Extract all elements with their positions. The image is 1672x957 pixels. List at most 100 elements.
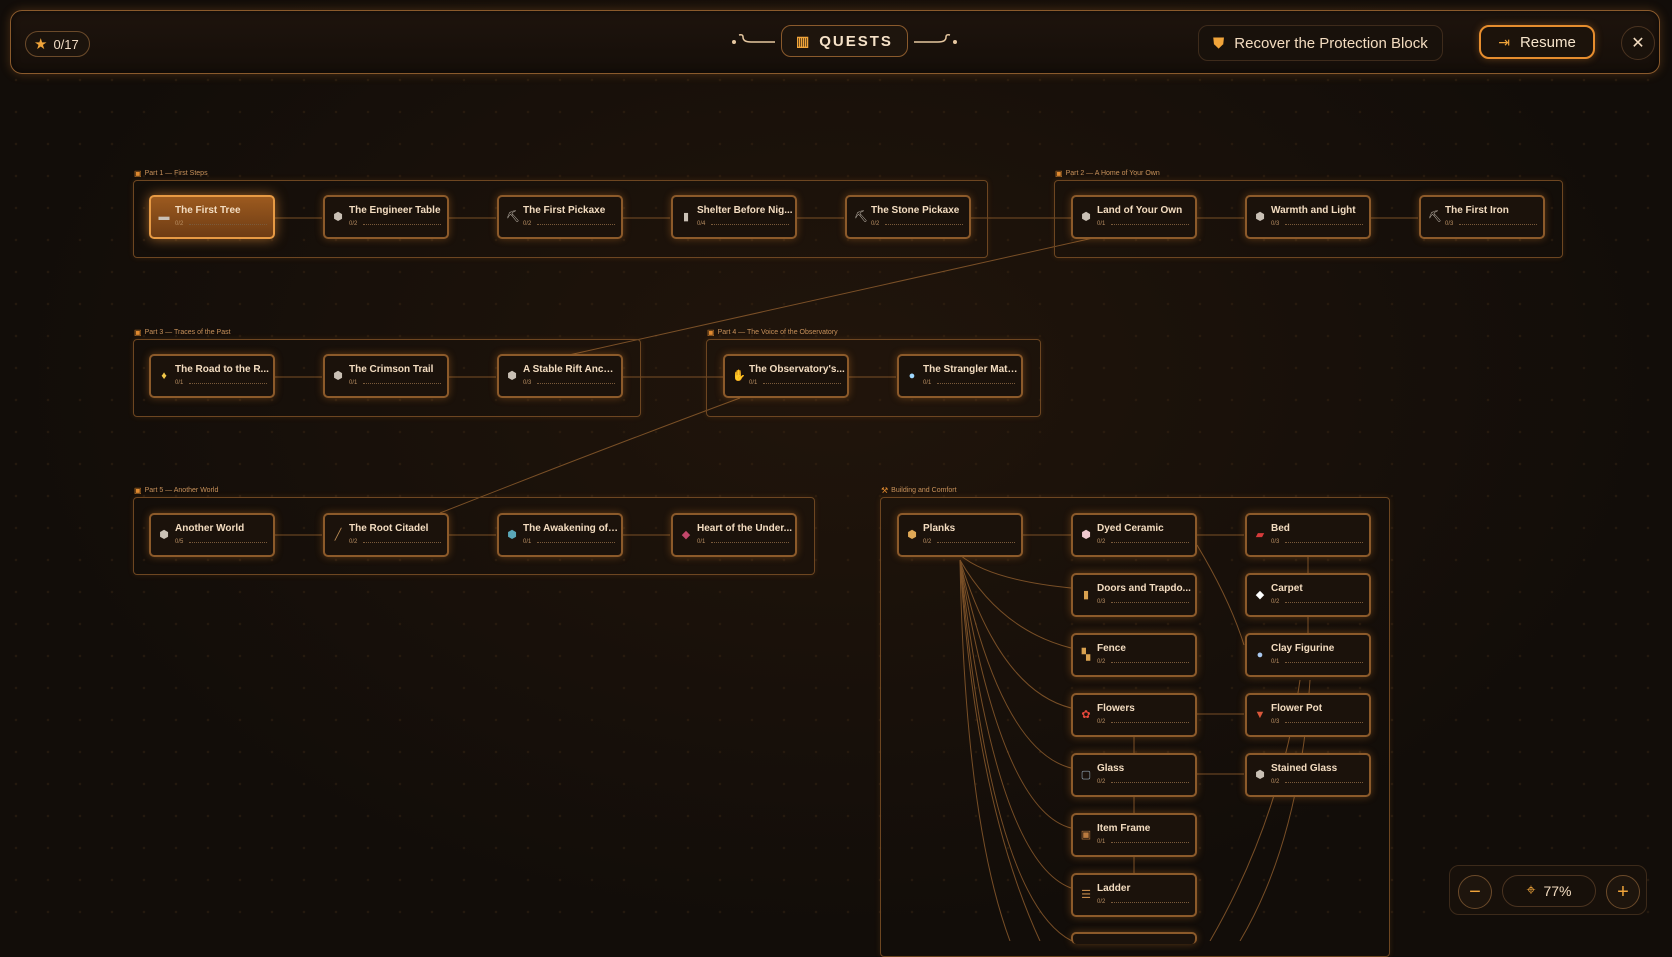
zoom-level[interactable]: ⌖ 77%: [1502, 875, 1596, 907]
chest-icon: ▣: [1055, 169, 1063, 178]
quest-name: The Root Citadel: [349, 523, 429, 534]
quest-name: Doors and Trapdo...: [1097, 583, 1191, 594]
quest-node[interactable]: ▮Doors and Trapdo...0/3: [1071, 573, 1197, 617]
zoom-in-button[interactable]: +: [1606, 875, 1640, 909]
quest-node[interactable]: ✋The Observatory's...0/1: [723, 354, 849, 398]
title-wrap: ▥ QUESTS: [729, 25, 960, 57]
quest-name: The Stone Pickaxe: [871, 205, 960, 216]
progress-bar: [937, 542, 1015, 543]
group-part-1: [133, 180, 988, 258]
group-label: ▣Part 1 — First Steps: [134, 169, 208, 178]
progress-bar: [1111, 224, 1189, 225]
progress-bar: [1285, 602, 1363, 603]
chest-icon: ▣: [134, 328, 142, 337]
quest-name: Planks: [923, 523, 956, 534]
progress-bar: [1111, 902, 1189, 903]
chest-icon: ▣: [134, 486, 142, 495]
objective-button[interactable]: ⛊ Recover the Protection Block: [1198, 25, 1443, 61]
quest-name: Warmth and Light: [1271, 205, 1356, 216]
quest-name: The Engineer Table: [349, 205, 441, 216]
quest-node[interactable]: ♦The Road to the R...0/1: [149, 354, 275, 398]
carpet-icon: ◆: [1255, 589, 1265, 601]
quest-progress: 0/2: [1271, 779, 1280, 785]
quest-progress: 0/1: [1097, 839, 1106, 845]
orb-icon: ●: [908, 370, 916, 382]
quest-node[interactable]: ◆Heart of the Under...0/1: [671, 513, 797, 557]
zoom-out-button[interactable]: −: [1458, 875, 1492, 909]
quest-name: Carpet: [1271, 583, 1303, 594]
progress-bar: [711, 224, 789, 225]
quest-name: Clay Figurine: [1271, 643, 1335, 654]
right-flourish-icon: [913, 34, 957, 44]
quest-node[interactable]: ▮Shelter Before Nig...0/4: [671, 195, 797, 239]
group-label: ⚒Building and Comfort: [881, 486, 957, 495]
fence-icon: ▚: [1081, 649, 1091, 661]
progress-bar: [363, 224, 441, 225]
progress-bar: [1285, 662, 1363, 663]
progress-bar: [885, 224, 963, 225]
group-label: ▣Part 5 — Another World: [134, 486, 219, 495]
progress-bar: [937, 383, 1015, 384]
group-part-2: [1054, 180, 1563, 258]
ladder-icon: ☰: [1081, 889, 1091, 901]
quest-progress: 0/2: [349, 221, 358, 227]
shield-icon: ⛊: [1213, 34, 1225, 52]
hand-icon: ✋: [732, 370, 746, 382]
hammer-icon: ⚒: [881, 486, 889, 495]
quest-name: Stained Glass: [1271, 763, 1338, 774]
quest-node[interactable]: ▚ Fence 0/2: [1071, 633, 1197, 677]
quest-node-partial[interactable]: [1071, 932, 1197, 944]
quest-node[interactable]: ●The Strangler Matr...0/1: [897, 354, 1023, 398]
plus-icon: +: [1617, 880, 1629, 903]
minus-icon: −: [1469, 880, 1481, 903]
quest-progress: 0/2: [349, 539, 358, 545]
quest-progress: 0/2: [523, 221, 532, 227]
progress-bar: [1285, 782, 1363, 783]
top-bar: ★ 0/17 ▥ QUESTS ⛊ Recover the Protection…: [10, 10, 1660, 74]
quest-node[interactable]: ⬢ The Engineer Table 0/2: [323, 195, 449, 239]
quest-node[interactable]: ⬢The Awakening of ...0/1: [497, 513, 623, 557]
block-icon: ⬢: [333, 370, 343, 382]
resume-button[interactable]: ⇥ Resume: [1479, 25, 1595, 59]
log-icon: ▬: [158, 211, 170, 223]
block-icon: ⬢: [159, 529, 169, 541]
door-icon: ▮: [1082, 589, 1090, 601]
quest-progress: 0/2: [1097, 659, 1106, 665]
quest-name: The Strangler Matr...: [923, 364, 1019, 375]
pickaxe-icon: ⛏: [854, 211, 868, 223]
group-part-4: [706, 339, 1041, 417]
quest-name: Another World: [175, 523, 245, 534]
quest-name: Heart of the Under...: [697, 523, 793, 534]
block-icon: ⬢: [333, 211, 343, 223]
quest-name: Fence: [1097, 643, 1126, 654]
progress-bar: [1285, 542, 1363, 543]
progress-bar: [1111, 722, 1189, 723]
progress-bar: [1285, 224, 1363, 225]
progress-bar: [537, 224, 615, 225]
close-button[interactable]: ✕: [1621, 26, 1655, 60]
quest-progress: 0/2: [1097, 779, 1106, 785]
